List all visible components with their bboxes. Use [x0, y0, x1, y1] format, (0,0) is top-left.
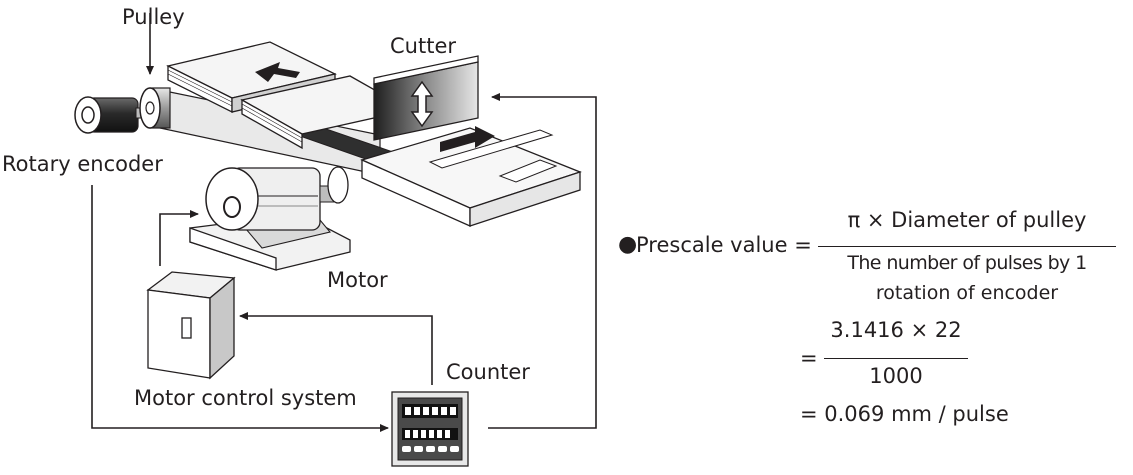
- motor-graphic: [189, 166, 351, 271]
- formula-result: = 0.069 mm / pulse: [800, 402, 1009, 426]
- step2-denominator: 1000: [869, 364, 923, 388]
- rotary-encoder-graphic: [74, 96, 151, 134]
- cutter-label: Cutter: [390, 34, 456, 58]
- counter-graphic: [391, 391, 469, 467]
- counter-to-control-line: [239, 312, 433, 385]
- formula-denominator-line1: The number of pulses by 1: [847, 252, 1087, 274]
- formula-numerator: π × Diameter of pulley: [847, 208, 1087, 232]
- fraction-bar-1: [818, 246, 1116, 247]
- cutter-block: [373, 55, 479, 141]
- encoder-to-counter-line: [91, 185, 389, 432]
- updown-arrow-icon: [410, 80, 434, 128]
- equals-sign: =: [800, 346, 818, 370]
- bullet-icon: ●: [618, 232, 638, 257]
- motor-control-system-label: Motor control system: [134, 386, 357, 410]
- control-to-motor-line: [159, 210, 199, 266]
- formula-denominator-line2: rotation of encoder: [875, 282, 1059, 304]
- formula-lhs: Prescale value =: [636, 233, 812, 257]
- counter-label: Counter: [446, 360, 530, 384]
- cutter-table: [360, 126, 582, 228]
- signal-lines: [91, 13, 597, 432]
- step2-numerator: 3.1416 × 22: [830, 318, 962, 342]
- paper-stack-front: [240, 75, 412, 150]
- pulley-label: Pulley: [122, 5, 185, 29]
- pulley-graphic: [139, 87, 171, 129]
- control-cabinet-graphic: [146, 271, 236, 380]
- motor-label: Motor: [327, 268, 388, 292]
- fraction-bar-2: [824, 358, 968, 359]
- counter-to-cutter-line: [488, 93, 597, 429]
- rotary-encoder-label: Rotary encoder: [2, 152, 163, 176]
